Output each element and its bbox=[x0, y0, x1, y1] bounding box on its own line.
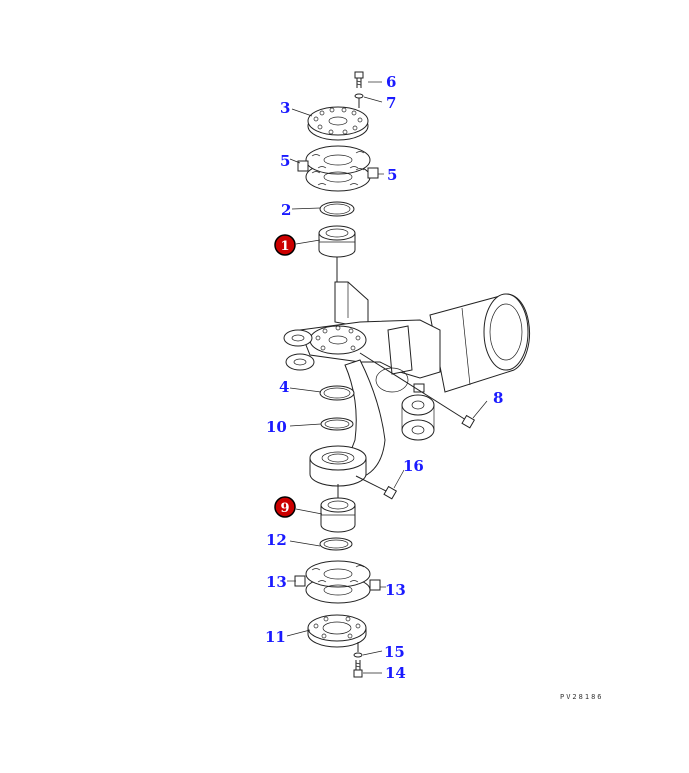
drawing-code: PV28186 bbox=[560, 693, 604, 701]
leader-lines bbox=[286, 81, 488, 674]
part-labels: 6 7 3 5 5 2 4 8 10 16 12 13 13 11 15 14 bbox=[265, 73, 503, 682]
part-14-bolt[interactable] bbox=[353, 660, 363, 678]
label-4: 4 bbox=[279, 378, 289, 396]
label-7: 7 bbox=[386, 94, 396, 112]
badge-1: 1 bbox=[274, 234, 296, 256]
part-16-fitting[interactable] bbox=[355, 475, 398, 500]
part-5-shims[interactable] bbox=[297, 145, 379, 192]
part-13-shims[interactable] bbox=[294, 560, 381, 604]
part-7-washer[interactable] bbox=[354, 93, 364, 108]
label-6: 6 bbox=[386, 73, 396, 91]
part-11-cap[interactable] bbox=[307, 614, 367, 652]
part-4-ring[interactable] bbox=[319, 385, 355, 401]
label-14: 14 bbox=[385, 664, 406, 682]
label-12: 12 bbox=[266, 531, 287, 549]
part-6-bolt[interactable] bbox=[354, 71, 364, 88]
label-13-left: 13 bbox=[266, 573, 287, 591]
label-10: 10 bbox=[266, 418, 287, 436]
label-5-left: 5 bbox=[280, 152, 290, 170]
badge-1-text: 1 bbox=[280, 239, 289, 254]
label-2: 2 bbox=[281, 201, 291, 219]
badge-9-text: 9 bbox=[280, 501, 289, 516]
part-2-ring[interactable] bbox=[319, 201, 355, 217]
part-8-fitting[interactable] bbox=[359, 352, 476, 429]
label-13-right: 13 bbox=[385, 581, 406, 599]
label-5-right: 5 bbox=[387, 166, 397, 184]
part-12-ring[interactable] bbox=[319, 537, 353, 551]
part-3-cap[interactable] bbox=[307, 106, 369, 141]
label-11: 11 bbox=[265, 628, 286, 646]
part-1-bushing[interactable] bbox=[318, 225, 356, 282]
part-9-bushing[interactable] bbox=[320, 497, 356, 533]
steering-knuckle[interactable] bbox=[283, 281, 531, 500]
label-15: 15 bbox=[384, 643, 405, 661]
part-15-washer[interactable] bbox=[353, 652, 363, 658]
label-3: 3 bbox=[280, 99, 290, 117]
label-8: 8 bbox=[493, 389, 503, 407]
part-10-ring[interactable] bbox=[320, 417, 354, 431]
badge-9: 9 bbox=[274, 496, 296, 518]
label-16: 16 bbox=[403, 457, 424, 475]
